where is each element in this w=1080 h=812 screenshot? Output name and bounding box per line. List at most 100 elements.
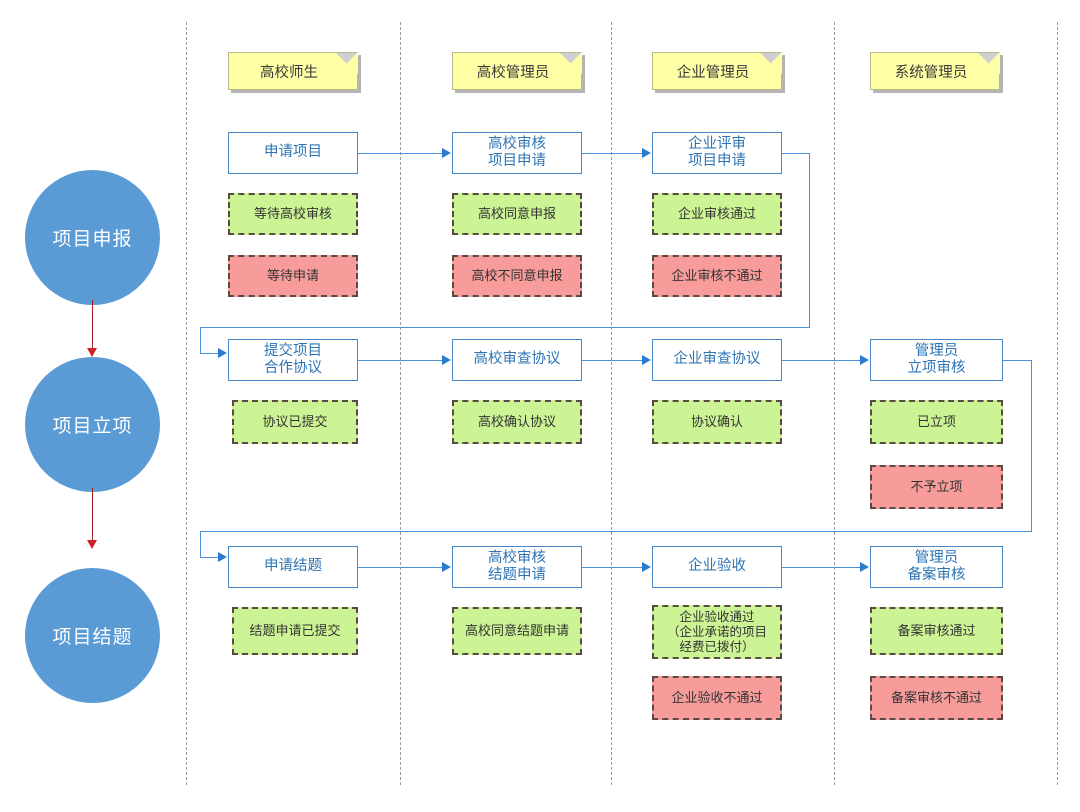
- connector-arrow-icon: [642, 148, 651, 158]
- status-label: 不予立项: [910, 479, 963, 495]
- status-label: 企业验收不通过: [671, 690, 763, 706]
- status-box: 备案审核通过: [870, 607, 1003, 655]
- connector-r2-s1-s2: [358, 360, 442, 361]
- process-label: 高校审查协议: [473, 351, 561, 368]
- status-label: 备案审核不通过: [890, 690, 982, 706]
- status-box: 等待高校审核: [228, 193, 358, 235]
- process-box-admin-approval-review[interactable]: 管理员立项审核: [870, 339, 1003, 381]
- connector-arrow-icon: [218, 552, 227, 562]
- note-fold-icon: [760, 52, 782, 74]
- status-box: 高校同意申报: [452, 193, 582, 235]
- status-box: 企业审核通过: [652, 193, 782, 235]
- process-box-enterprise-review-application[interactable]: 企业评审项目申请: [652, 132, 782, 174]
- feedback-r2-out: [1003, 360, 1032, 361]
- process-label: 申请项目: [264, 144, 322, 161]
- status-box: 备案审核不通过: [870, 676, 1003, 720]
- connector-arrow-icon: [442, 355, 451, 365]
- status-label: 备案审核通过: [897, 623, 976, 639]
- process-box-enterprise-acceptance[interactable]: 企业验收: [652, 546, 782, 588]
- lane-divider-0: [186, 22, 187, 785]
- status-box: 高校确认协议: [452, 400, 582, 444]
- lane-header-note-1: 高校管理员: [452, 52, 582, 90]
- lane-header-label: 高校师生: [260, 64, 318, 81]
- connector-r3-s2-s3: [582, 567, 642, 568]
- phase-circle-project-completion: 项目结题: [25, 568, 160, 703]
- process-box-admin-record-review[interactable]: 管理员备案审核: [870, 546, 1003, 588]
- process-label: 管理员立项审核: [907, 342, 966, 376]
- feedback-r1-out: [782, 153, 810, 154]
- phase-label: 项目申报: [52, 229, 133, 250]
- feedback-r1-across: [200, 327, 810, 328]
- lane-divider-2: [611, 22, 612, 785]
- status-label: 高校同意结题申请: [464, 623, 569, 639]
- phase-arrow-1-icon: [87, 348, 97, 357]
- note-fold-icon: [978, 52, 1000, 74]
- status-box: 结题申请已提交: [232, 607, 358, 655]
- status-box: 已立项: [870, 400, 1003, 444]
- process-label: 管理员备案审核: [907, 549, 966, 583]
- process-label: 申请结题: [264, 558, 322, 575]
- status-label: 企业验收通过（企业承诺的项目经费已拨付）: [666, 609, 767, 654]
- process-label: 企业评审项目申请: [688, 135, 746, 169]
- feedback-r2-drop: [200, 531, 201, 558]
- lane-header-label: 高校管理员: [476, 64, 550, 81]
- process-box-school-review-completion[interactable]: 高校审核结题申请: [452, 546, 582, 588]
- feedback-r1-down: [809, 153, 810, 328]
- status-box: 等待申请: [228, 255, 358, 297]
- status-box: 企业验收通过（企业承诺的项目经费已拨付）: [652, 605, 782, 659]
- status-label: 结题申请已提交: [249, 623, 341, 639]
- process-label: 高校审核项目申请: [488, 135, 546, 169]
- phase-label: 项目立项: [52, 416, 133, 437]
- status-label: 已立项: [916, 414, 956, 430]
- note-fold-icon: [560, 52, 582, 74]
- status-label: 高校确认协议: [477, 414, 556, 430]
- process-label: 企业验收: [688, 558, 746, 575]
- lane-divider-3: [834, 22, 835, 785]
- feedback-r2-in: [200, 557, 222, 558]
- connector-arrow-icon: [642, 355, 651, 365]
- connector-arrow-icon: [860, 355, 869, 365]
- connector-r2-s3-s4: [782, 360, 860, 361]
- feedback-r1-in: [200, 353, 222, 354]
- status-label: 高校同意申报: [477, 206, 556, 222]
- process-box-apply-completion[interactable]: 申请结题: [228, 546, 358, 588]
- connector-r2-s2-s3: [582, 360, 642, 361]
- status-box: 高校不同意申报: [452, 255, 582, 297]
- process-box-school-review-application[interactable]: 高校审核项目申请: [452, 132, 582, 174]
- connector-r1-s1-s2: [358, 153, 442, 154]
- connector-r3-s1-s2: [358, 567, 442, 568]
- feedback-r2-down: [1031, 360, 1032, 532]
- status-box: 企业审核不通过: [652, 255, 782, 297]
- process-label: 提交项目合作协议: [264, 342, 322, 376]
- status-box: 企业验收不通过: [652, 676, 782, 720]
- status-box: 高校同意结题申请: [452, 607, 582, 655]
- connector-arrow-icon: [218, 348, 227, 358]
- phase-label: 项目结题: [52, 627, 133, 648]
- lane-divider-4: [1057, 22, 1058, 785]
- connector-arrow-icon: [442, 562, 451, 572]
- lane-header-note-0: 高校师生: [228, 52, 358, 90]
- lane-header-label: 系统管理员: [894, 64, 968, 81]
- status-label: 协议已提交: [262, 414, 328, 430]
- feedback-r2-across: [200, 531, 1032, 532]
- phase-connector-1: [92, 300, 93, 350]
- status-label: 协议确认: [690, 414, 743, 430]
- status-box: 协议确认: [652, 400, 782, 444]
- process-box-enterprise-check-agreement[interactable]: 企业审查协议: [652, 339, 782, 381]
- note-fold-icon: [336, 52, 358, 74]
- process-box-apply-project[interactable]: 申请项目: [228, 132, 358, 174]
- lane-header-note-3: 系统管理员: [870, 52, 1000, 90]
- connector-r3-s3-s4: [782, 567, 860, 568]
- process-box-submit-cooperation-agreement[interactable]: 提交项目合作协议: [228, 339, 358, 381]
- phase-arrow-2-icon: [87, 540, 97, 549]
- phase-circle-project-approval: 项目立项: [25, 357, 160, 492]
- connector-r1-s2-s3: [582, 153, 642, 154]
- status-label: 企业审核不通过: [671, 268, 763, 284]
- status-box: 不予立项: [870, 465, 1003, 509]
- status-label: 等待申请: [266, 268, 319, 284]
- process-box-school-check-agreement[interactable]: 高校审查协议: [452, 339, 582, 381]
- status-label: 等待高校审核: [253, 206, 332, 222]
- feedback-r1-drop: [200, 327, 201, 354]
- phase-circle-project-application: 项目申报: [25, 170, 160, 305]
